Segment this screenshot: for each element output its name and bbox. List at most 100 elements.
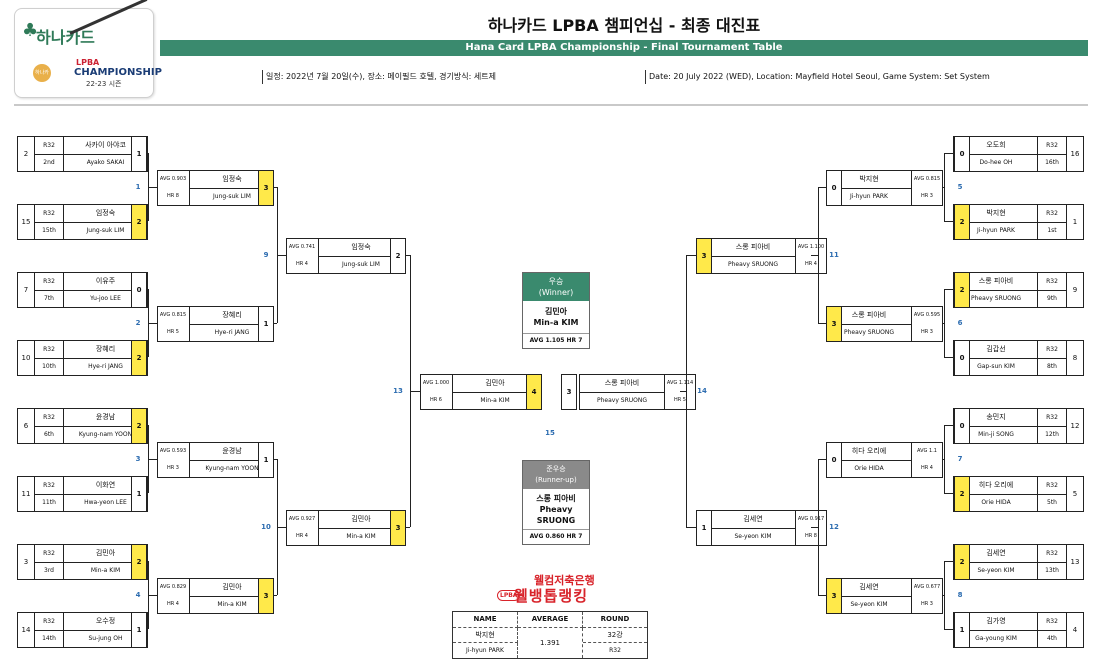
table-header-average: AVERAGE	[518, 612, 583, 628]
player-high-run: HR 3	[166, 465, 179, 471]
bracket-line	[273, 323, 277, 324]
player-name-english: Orie HIDA	[827, 460, 912, 477]
player-name-english: Orie HIDA	[981, 499, 1011, 506]
player-name-korean: 김민아	[452, 375, 537, 393]
player-name-korean: 장혜리	[64, 341, 147, 359]
bracket-line	[944, 561, 945, 629]
bracket-line	[148, 323, 157, 324]
player-high-run: HR 8	[166, 193, 179, 199]
runner-up-card: 준우승 (Runner-up) 스롱 피아비 Pheavy SRUONG AVG…	[522, 460, 590, 545]
bracket-line	[146, 493, 148, 494]
set-score: 2	[131, 408, 147, 444]
bracket-line	[273, 459, 277, 460]
logo-championship: CHAMPIONSHIP	[74, 67, 162, 78]
match-number: 9	[263, 251, 269, 259]
player-name-english: Kyung-nam YOON	[189, 460, 274, 477]
player-name-english: Jung-suk LIM	[189, 188, 274, 205]
winner-name-korean: 김민아	[544, 307, 568, 316]
player-name-english: Hye-ri JANG	[189, 324, 274, 341]
match-number: 4	[135, 591, 141, 599]
player-name-korean: 김민아	[189, 579, 274, 597]
bracket-line	[686, 527, 696, 528]
match-number: 5	[957, 183, 963, 191]
player-name-korean: 김갑선	[954, 341, 1038, 359]
player-average: AVG 0.593	[159, 448, 187, 454]
player-name-korean: 장혜리	[189, 307, 274, 325]
set-score: 3	[258, 578, 274, 614]
player-high-run: HR 4	[920, 465, 933, 471]
set-score: 1	[258, 306, 274, 342]
player-high-run: HR 3	[920, 329, 933, 335]
set-score: 2	[954, 476, 970, 512]
player-seed: 1	[1066, 205, 1083, 239]
bracket-line	[944, 425, 954, 426]
player-name-korean: 송민지	[954, 409, 1038, 427]
bracket-line	[944, 561, 954, 562]
player-seed: 16	[1066, 137, 1083, 171]
bracket-line	[405, 527, 410, 528]
header-divider	[14, 104, 1088, 106]
set-score: 2	[954, 204, 970, 240]
player-name-english: Se-yeon KIM	[711, 528, 796, 545]
set-score: 3	[258, 170, 274, 206]
player-round: R32	[35, 341, 64, 359]
set-score: 2	[131, 340, 147, 376]
player-name-korean: 김세연	[711, 511, 796, 529]
bracket-line	[148, 595, 157, 596]
bracket-line	[944, 425, 945, 493]
bracket-line	[273, 187, 277, 188]
bracket-line	[277, 527, 286, 528]
player-name-english: Pheavy SRUONG	[827, 324, 912, 341]
set-score: 2	[954, 272, 970, 308]
table-header-name: NAME	[453, 612, 518, 628]
player-seed: 4	[1066, 613, 1083, 647]
match-number: 14	[697, 387, 707, 395]
player-name-korean: 김세연	[954, 545, 1038, 563]
player-name-english: Ayako SAKAI	[86, 159, 125, 166]
bracket-line	[818, 595, 826, 596]
logo-season: 22-23 시즌	[86, 80, 122, 88]
player-name-korean: 사카이 아야코	[64, 137, 147, 155]
player-name-korean: 윤경남	[189, 443, 274, 461]
bracket-line	[405, 255, 410, 256]
bracket-line	[273, 595, 277, 596]
player-name-english: Pheavy SRUONG	[580, 392, 665, 409]
player-name-korean: 스롱 피아비	[580, 375, 665, 393]
bracket-line	[811, 527, 818, 528]
player-rank: 14th	[35, 630, 64, 647]
set-score: 0	[826, 170, 842, 206]
winner-name-english: Min-a KIM	[533, 318, 579, 327]
player-name-korean: 이화연	[64, 477, 147, 495]
set-score: 0	[131, 272, 147, 308]
bracket-line	[146, 221, 148, 222]
table-cell-name-english: Ji-hyun PARK	[453, 643, 518, 658]
player-round: R32	[1037, 409, 1066, 427]
runner-up-stats: AVG 0.860 HR 7	[523, 529, 589, 544]
player-rank: 5th	[1037, 494, 1066, 511]
page-subtitle: Hana Card LPBA Championship - Final Tour…	[160, 40, 1088, 56]
player-rank: 2nd	[35, 154, 64, 171]
player-round: R32	[1037, 341, 1066, 359]
set-score: 1	[131, 136, 147, 172]
set-score: 1	[131, 476, 147, 512]
bracket-line	[944, 289, 954, 290]
runner-up-name-korean: 스롱 피아비	[536, 494, 576, 503]
winner-stats: AVG 1.105 HR 7	[523, 333, 589, 348]
player-high-run: HR 6	[429, 397, 442, 403]
player-name-english: Hwa-yeon LEE	[84, 499, 127, 506]
player-average: AVG 0.677	[913, 584, 941, 590]
player-name-english: Jung-suk LIM	[86, 227, 125, 234]
set-score: 1	[954, 612, 970, 648]
